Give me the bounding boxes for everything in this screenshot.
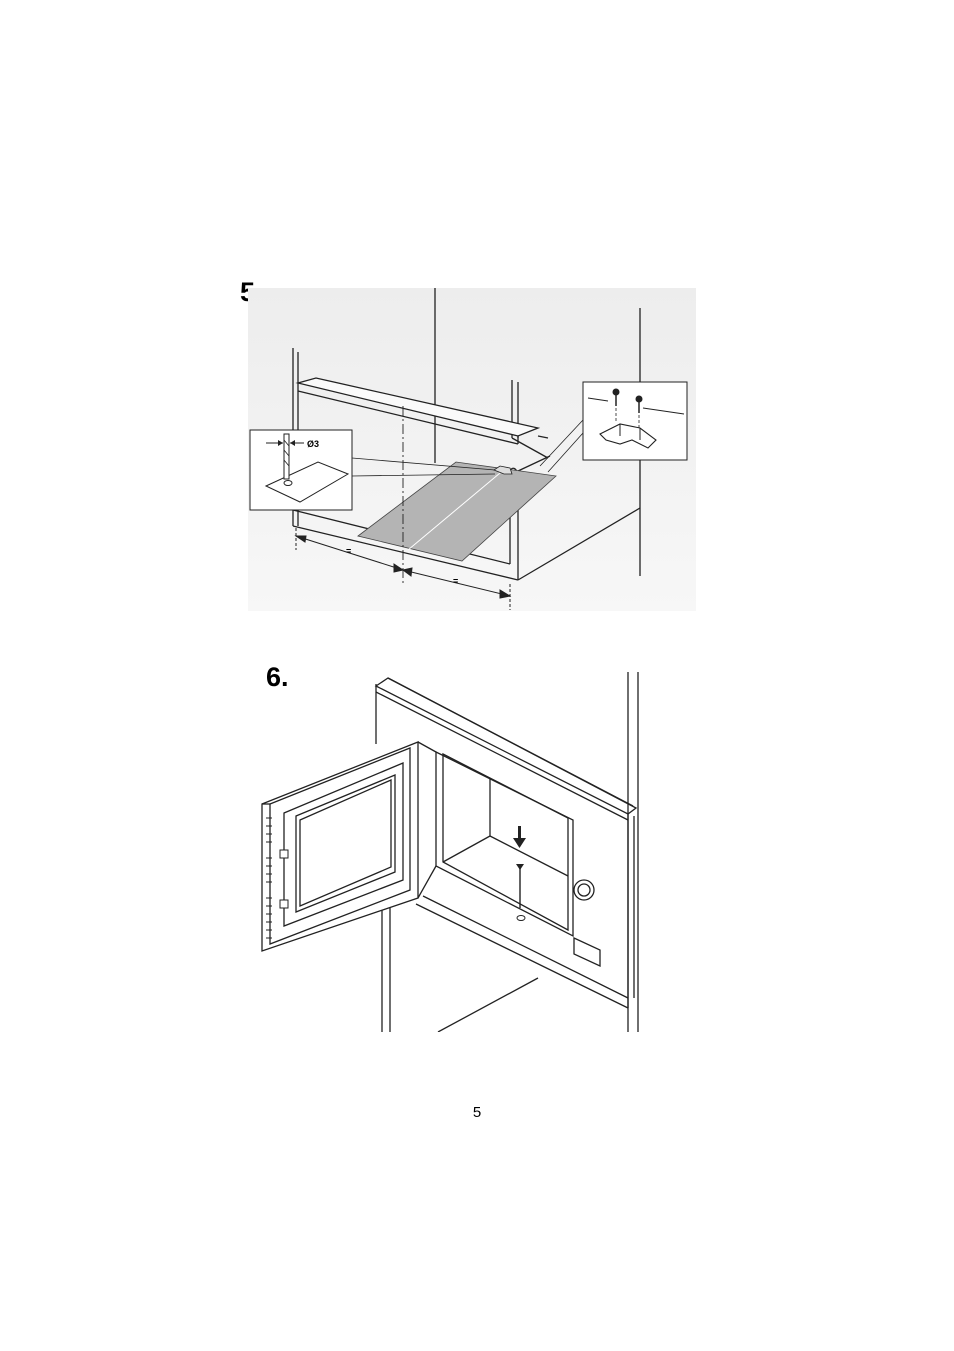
door-hinge-top xyxy=(280,850,288,858)
microwave-door xyxy=(262,742,436,951)
dimension-equal-right: = xyxy=(453,576,458,586)
figure-step-6-microwave-fixing xyxy=(248,668,644,1032)
page-number: 5 xyxy=(0,1104,954,1121)
figure-step-5-cabinet-installation: = = Ø3 xyxy=(248,288,696,611)
door-hinge-bottom xyxy=(280,900,288,908)
diameter-label: Ø3 xyxy=(307,439,319,449)
dimension-equal-left: = xyxy=(346,546,351,556)
